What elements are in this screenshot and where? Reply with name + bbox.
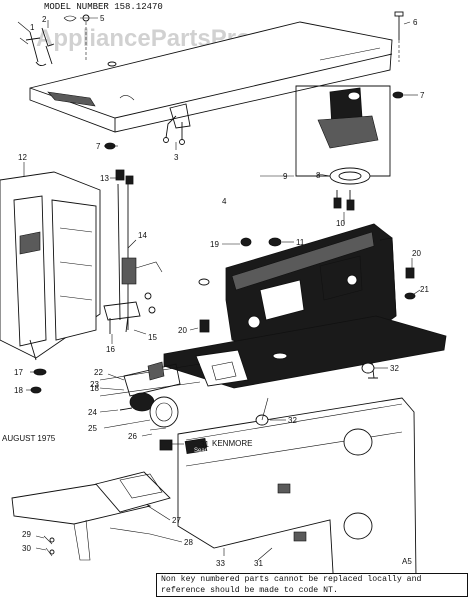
- callout-9: 9: [283, 172, 288, 181]
- callout-4: 4: [222, 197, 227, 206]
- callout-26: 26: [128, 432, 137, 441]
- callout-5: 5: [100, 14, 105, 23]
- callout-7b: 7: [420, 91, 425, 100]
- base-cover: [11, 471, 171, 561]
- callout-6: 6: [413, 18, 418, 27]
- callout-11: 11: [296, 238, 305, 247]
- presser-bar-parts: [103, 169, 163, 334]
- callout-31a: 31: [200, 440, 209, 449]
- model-number: MODEL NUMBER 158.12470: [44, 2, 163, 12]
- callout-18a: 18: [14, 386, 23, 395]
- callout-20b: 20: [412, 249, 421, 258]
- callout-19: 19: [210, 240, 219, 249]
- callout-18b: 18: [90, 384, 99, 393]
- callout-17: 17: [14, 368, 23, 377]
- screw-6: [394, 11, 404, 62]
- callout-23: 23: [90, 380, 99, 389]
- light-assembly: [99, 361, 201, 428]
- bracket-3: [163, 103, 191, 145]
- callout-13: 13: [100, 174, 109, 183]
- bed-plate: [163, 315, 447, 389]
- callout-31b: 31: [254, 559, 263, 568]
- parts-note: Non key numbered parts cannot be replace…: [156, 573, 468, 597]
- callout-27: 27: [172, 516, 181, 525]
- callout-3: 3: [174, 153, 179, 162]
- brand-kenmore: KENMORE: [212, 439, 252, 448]
- screws-17-18: [30, 368, 47, 394]
- knob-parts: [149, 362, 375, 451]
- callout-28: 28: [184, 538, 193, 547]
- callout-2: 2: [42, 15, 47, 24]
- bobbin-winder-assembly: [295, 85, 391, 211]
- leader-lines: [17, 17, 421, 561]
- callout-20a: 20: [178, 326, 187, 335]
- callout-22: 22: [94, 368, 103, 377]
- callout-30: 30: [22, 544, 31, 553]
- callout-15: 15: [148, 333, 157, 342]
- page-code: A5: [402, 557, 412, 566]
- callout-labels: 1 2 3 4 5 6 7 7 8 9 10 11 12 13 14 15 16…: [14, 14, 429, 568]
- callout-29: 29: [22, 530, 31, 539]
- brand-sears: Sears: [194, 448, 210, 454]
- callout-1: 1: [30, 23, 35, 32]
- callout-21: 21: [420, 285, 429, 294]
- callout-10: 10: [336, 219, 345, 228]
- callout-33: 33: [216, 559, 225, 568]
- callout-14: 14: [138, 231, 147, 240]
- callout-16: 16: [106, 345, 115, 354]
- callout-12: 12: [18, 153, 27, 162]
- callout-32b: 32: [390, 364, 399, 373]
- callout-7a: 7: [96, 142, 101, 151]
- top-cover: [29, 21, 393, 133]
- screws-head: [198, 237, 416, 333]
- callout-32a: 32: [288, 416, 297, 425]
- date-stamp: AUGUST 1975: [2, 434, 56, 443]
- face-plate: [0, 171, 101, 361]
- callout-25: 25: [88, 424, 97, 433]
- front-panel: [177, 397, 417, 591]
- screws-7: [104, 91, 404, 150]
- callout-8: 8: [316, 171, 321, 180]
- callout-24: 24: [88, 408, 97, 417]
